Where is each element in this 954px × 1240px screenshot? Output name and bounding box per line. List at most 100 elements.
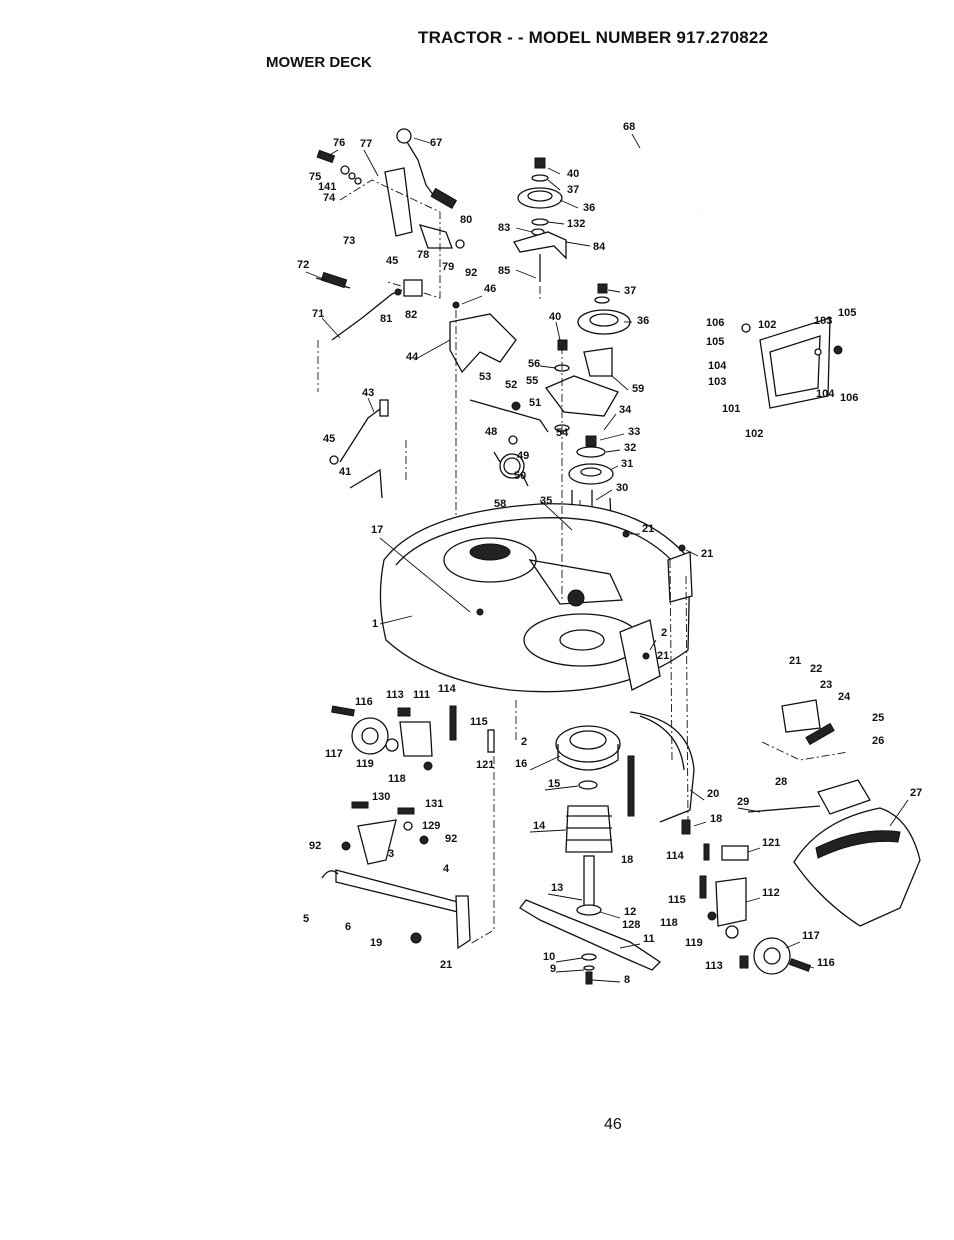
callout-c6: 6 <box>345 921 351 933</box>
callout-c79: 79 <box>442 261 454 273</box>
callout-c106b: 106 <box>840 392 858 404</box>
callout-c92b: 92 <box>309 840 321 852</box>
callout-c26: 26 <box>872 735 884 747</box>
callout-c51: 51 <box>529 397 541 409</box>
callout-c21c: 21 <box>657 650 669 662</box>
callout-leader-lines <box>305 133 909 983</box>
callout-c82: 82 <box>405 309 417 321</box>
callout-c71: 71 <box>312 308 324 320</box>
belt-keeper <box>627 711 695 835</box>
callout-c85: 85 <box>498 265 510 277</box>
callout-c141: 141 <box>318 181 336 193</box>
callout-c119a: 119 <box>356 758 374 770</box>
callout-c75: 75 <box>309 171 321 183</box>
callout-c54: 54 <box>556 427 569 439</box>
callout-c45b: 45 <box>323 433 335 445</box>
callout-c128: 128 <box>622 919 640 931</box>
callout-c102b: 102 <box>745 428 763 440</box>
callout-c31: 31 <box>621 458 633 470</box>
callout-c1: 1 <box>372 618 378 630</box>
callout-c46: 46 <box>484 283 496 295</box>
callout-c119b: 119 <box>685 937 703 949</box>
callout-c36a: 36 <box>583 202 595 214</box>
mower-deck-housing <box>379 503 693 693</box>
front-hanger-assembly <box>321 740 495 950</box>
callout-c2a: 2 <box>661 627 667 639</box>
lift-lever-assembly <box>316 128 465 299</box>
callout-c29: 29 <box>737 796 749 808</box>
page-number: 46 <box>604 1116 622 1133</box>
callout-c8: 8 <box>624 974 630 986</box>
callout-c92a: 92 <box>465 267 477 279</box>
callout-c16: 16 <box>515 758 527 770</box>
callout-c45a: 45 <box>386 255 398 267</box>
callout-c37a: 37 <box>567 184 579 196</box>
callout-c77: 77 <box>360 138 372 150</box>
assembly-center-lines <box>515 286 689 821</box>
callout-c104b: 104 <box>816 388 835 400</box>
callout-c40a: 40 <box>567 168 579 180</box>
callout-c132: 132 <box>567 218 585 230</box>
callout-c115b: 115 <box>668 894 686 906</box>
discharge-guard <box>741 317 843 409</box>
callout-c81: 81 <box>380 313 392 325</box>
idler-arm-assembly <box>469 283 631 445</box>
callout-c80: 80 <box>460 214 472 226</box>
callout-c121a: 121 <box>476 759 494 771</box>
callout-c55: 55 <box>526 375 538 387</box>
callout-c59: 59 <box>632 383 644 395</box>
callout-c56: 56 <box>528 358 540 370</box>
callout-c102a: 102 <box>758 319 776 331</box>
discharge-chute <box>747 699 921 927</box>
callout-c15: 15 <box>548 778 560 790</box>
callout-c105a: 105 <box>838 307 856 319</box>
callout-c92c: 92 <box>445 833 457 845</box>
callout-c18b: 18 <box>621 854 633 866</box>
callout-c21a: 21 <box>642 523 654 535</box>
callout-c105b: 105 <box>706 336 724 348</box>
callout-c103b: 103 <box>708 376 726 388</box>
callout-c21e: 21 <box>440 959 452 971</box>
callout-c49: 49 <box>517 450 529 462</box>
callout-c32: 32 <box>624 442 636 454</box>
callout-c74: 74 <box>323 192 336 204</box>
callout-c25: 25 <box>872 712 884 724</box>
callout-c73: 73 <box>343 235 355 247</box>
left-gauge-wheel-assembly <box>331 705 495 771</box>
callout-c21d: 21 <box>789 655 801 667</box>
callout-c52: 52 <box>505 379 517 391</box>
callout-c18a: 18 <box>710 813 722 825</box>
callout-c4: 4 <box>443 863 450 875</box>
callout-c58: 58 <box>494 498 506 510</box>
callout-c17: 17 <box>371 524 383 536</box>
callout-c11: 11 <box>643 933 655 945</box>
callout-c22: 22 <box>810 663 822 675</box>
callout-c114a: 114 <box>438 683 457 695</box>
callout-c118a: 118 <box>388 773 406 785</box>
callout-c10: 10 <box>543 951 555 963</box>
callout-c2b: 2 <box>521 736 527 748</box>
callout-c13: 13 <box>551 882 563 894</box>
callout-c78: 78 <box>417 249 429 261</box>
callout-c117a: 117 <box>325 748 343 760</box>
section-title: MOWER DECK <box>266 54 372 71</box>
callout-c24: 24 <box>838 691 851 703</box>
callout-c106a: 106 <box>706 317 724 329</box>
callout-c37b: 37 <box>624 285 636 297</box>
callout-c33: 33 <box>628 426 640 438</box>
belt-guard <box>449 301 517 520</box>
callout-c101: 101 <box>722 403 740 415</box>
callout-c131: 131 <box>425 798 443 810</box>
callout-c19: 19 <box>370 937 382 949</box>
callout-c72: 72 <box>297 259 309 271</box>
callout-c117b: 117 <box>802 930 820 942</box>
callout-c84: 84 <box>593 241 606 253</box>
callout-c118b: 118 <box>660 917 678 929</box>
callout-c14: 14 <box>533 820 546 832</box>
callout-c35: 35 <box>540 495 552 507</box>
front-lift-link <box>329 399 389 499</box>
callout-c114b: 114 <box>666 850 685 862</box>
spindle-pulley-right <box>568 435 614 640</box>
